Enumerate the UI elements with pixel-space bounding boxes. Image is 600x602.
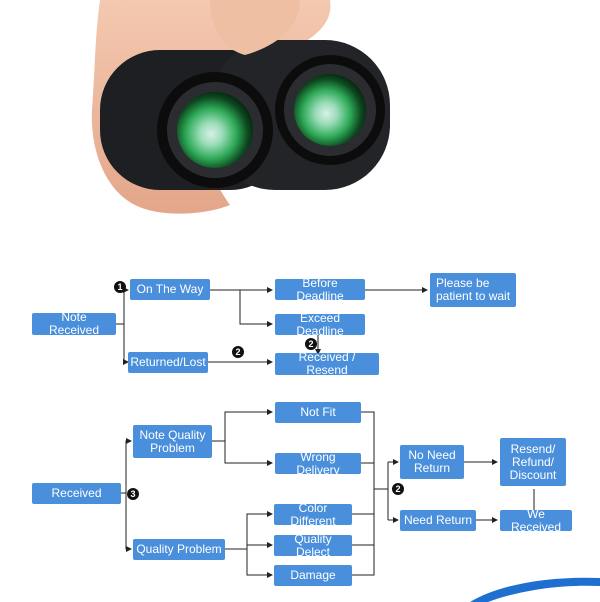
node-no-need-return: No Need Return	[400, 445, 464, 479]
node-wrong-delivery: Wrong Delivery	[275, 450, 361, 476]
node-need-return: Need Return	[400, 510, 476, 531]
node-note-quality-problem: Note Quality Problem	[133, 425, 212, 458]
badge-step-1: 1	[114, 281, 126, 293]
node-not-fit: Not Fit	[275, 402, 361, 423]
right-lens	[294, 74, 366, 146]
node-before-deadline: Before Deadline	[275, 276, 365, 302]
node-please-wait: Please be patient to wait	[430, 273, 516, 307]
node-received-resend: Received / Resend	[275, 351, 379, 377]
badge-step-2-resend: 2	[305, 338, 317, 350]
decorative-swoosh	[470, 577, 600, 602]
node-returned-lost: Returned/Lost	[128, 352, 208, 373]
node-quality-problem: Quality Problem	[133, 539, 225, 560]
badge-step-2-returned: 2	[232, 346, 244, 358]
badge-step-3: 3	[127, 488, 139, 500]
node-we-received: We Received	[500, 507, 572, 533]
node-quality-defect: Quality Delect	[274, 532, 352, 558]
binoculars-photo	[91, 0, 390, 214]
node-note-received: Note Received	[32, 311, 116, 337]
badge-step-2-returns: 2	[392, 483, 404, 495]
node-damage: Damage	[274, 565, 352, 586]
node-color-different: Color Different	[274, 501, 352, 527]
node-exceed-deadline: Exceed Deadline	[275, 311, 365, 337]
node-received: Received	[32, 483, 121, 504]
node-resend-refund-discount: Resend/ Refund/ Discount	[500, 438, 566, 486]
left-lens	[177, 92, 253, 168]
node-on-the-way: On The Way	[130, 279, 210, 300]
